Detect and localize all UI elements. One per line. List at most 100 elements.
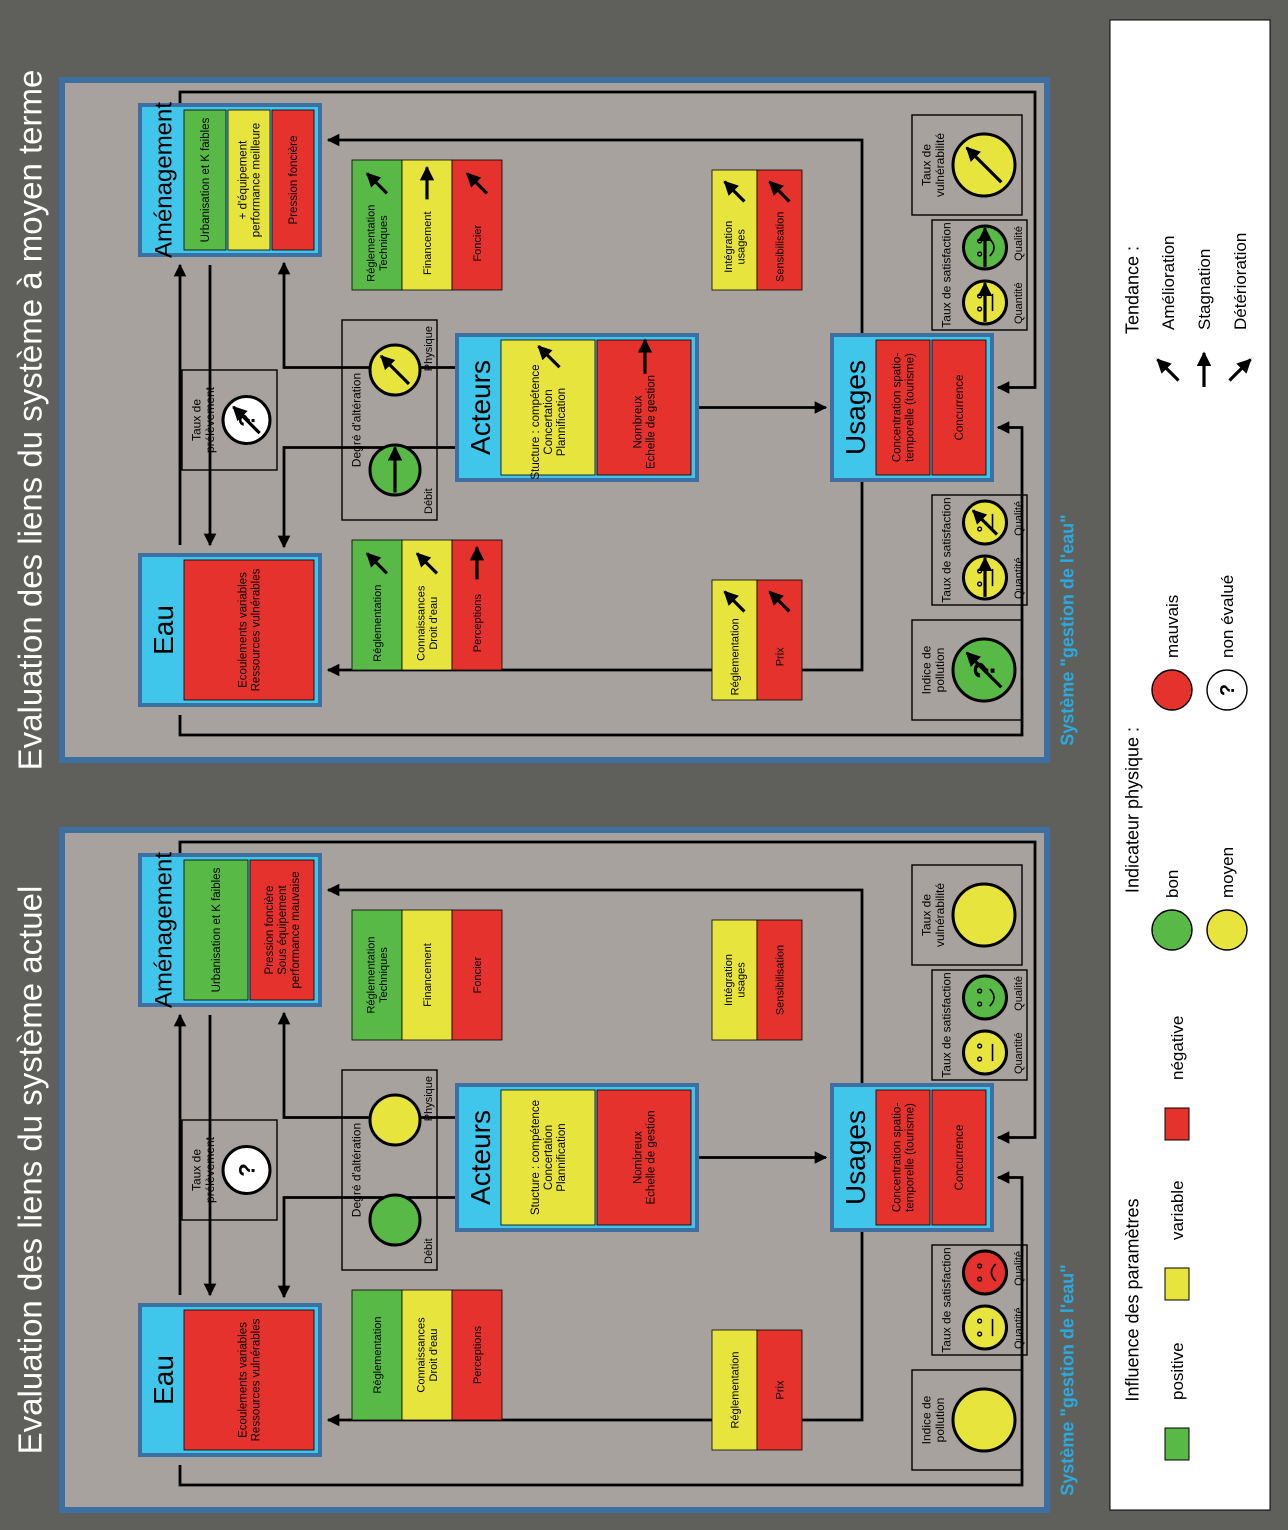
dial-label: Quantité <box>1013 1307 1025 1349</box>
eye <box>976 1318 983 1324</box>
eye <box>976 526 983 532</box>
legend-swatch <box>1164 1427 1190 1461</box>
attribute-cell <box>227 109 271 251</box>
trend-arrow-up <box>723 180 746 203</box>
indicator-dial-face <box>951 1387 1017 1453</box>
parameter-label: Réglementation <box>729 1351 741 1428</box>
indicator-indice-pollution-title: Indice depollution <box>919 1395 946 1444</box>
attribute-label: Urbanisation et K faibles <box>200 117 212 242</box>
attribute-cell <box>500 1089 596 1226</box>
attribute-label: Stucture : compétenceConcertationPlannif… <box>530 364 568 479</box>
indicator-taux-vulnerabilite-title: Taux devulnérabilité <box>919 133 946 197</box>
parameter-cell <box>451 1289 503 1421</box>
dial-label: Qualité <box>1013 976 1025 1011</box>
parameter-label: Réglementation <box>372 585 384 662</box>
attribute-cell <box>183 1309 315 1451</box>
indicator-dial: ? <box>221 395 272 445</box>
mouth <box>990 1263 997 1282</box>
trend-arrow-up <box>537 345 561 369</box>
arrow-eau-to-usages <box>178 421 1024 737</box>
indicator-satisfaction-left-title: Taux de satisfaction <box>940 497 954 602</box>
attribute-cell <box>183 109 227 251</box>
box-amenagement-title: Aménagement <box>150 852 177 1008</box>
attribute-label: Concurrence <box>954 375 966 441</box>
parameter-cell <box>451 159 503 291</box>
indicator-dial-face <box>951 882 1017 948</box>
indicator-satisfaction-right-frame <box>931 219 1028 331</box>
legend-influence-label: positive <box>1168 1342 1187 1400</box>
trend-arrow-up <box>768 180 791 203</box>
attribute-label: Pression foncière <box>288 136 300 225</box>
parameter-label: Prix <box>774 1380 786 1399</box>
indicator-indice-pollution: Indice depollution <box>911 1369 1023 1471</box>
indicator-dial <box>368 343 422 397</box>
parameter-cell <box>756 579 803 701</box>
eye <box>976 1001 983 1007</box>
legend-indicateur-label: non évalué <box>1218 575 1237 658</box>
parameter-label: Perceptions <box>472 1325 484 1384</box>
trend-arrow-up <box>965 651 1003 689</box>
indicator-degre-alteration-frame <box>341 1069 438 1271</box>
arrow-usages-to-eau <box>326 480 864 677</box>
dial-label: Physique <box>423 326 435 371</box>
panel-title: Evaluation des liens du système à moyen … <box>12 70 49 771</box>
dial-label: Débit <box>423 488 435 514</box>
parameter-label: Foncier <box>472 956 484 993</box>
arrow-usages-to-amenagement <box>326 133 864 335</box>
indicator-dial-face <box>368 1093 422 1147</box>
eye <box>976 1056 983 1062</box>
arrow-eau-to-usages <box>178 1171 1024 1487</box>
attribute-cell <box>183 559 315 701</box>
legend-dot <box>1151 909 1193 951</box>
indicator-dial <box>962 1249 1008 1296</box>
link-arrows <box>173 840 1037 1487</box>
panel-systeme-moyen-terme: Evaluation des liens du système à moyen … <box>12 70 1078 771</box>
parameter-label: Perceptions <box>472 594 484 653</box>
legend-dot <box>1151 669 1193 711</box>
attribute-cell <box>875 339 931 476</box>
indicator-indice-pollution-frame <box>911 619 1023 721</box>
indicator-dial <box>368 443 422 497</box>
attribute-label: Pression foncièreSous équipementperforma… <box>264 872 302 989</box>
arrow-usages-to-eau <box>326 1230 864 1427</box>
attribute-cell <box>596 1089 692 1226</box>
legend-indicateur-label: mauvais <box>1163 595 1182 658</box>
indicator-dial <box>951 1387 1017 1453</box>
box-acteurs-title: Acteurs <box>465 360 496 455</box>
trend-arrow-up <box>379 354 411 386</box>
indicator-indice-pollution: Indice depollution? <box>911 619 1023 721</box>
trend-arrow-up <box>415 552 439 575</box>
attribute-label: Urbanisation et K faibles <box>211 867 223 992</box>
parameter-label: RéglementationTechniques <box>366 936 390 1013</box>
legend-tendance-label: Stagnation <box>1195 249 1214 330</box>
dial-label: Qualité <box>1013 501 1025 536</box>
arrow-usages-to-amenagement <box>326 883 864 1085</box>
attribute-label: Ecoulements variablesRessources vulnérab… <box>238 568 263 691</box>
parameter-label: Intégrationusages <box>723 954 747 1006</box>
mouth <box>989 988 995 1007</box>
indicator-taux-prelevement-title: Taux deprélèvement <box>189 1136 216 1203</box>
attribute-cell <box>500 339 596 476</box>
trend-arrow-up <box>232 405 261 435</box>
box-usages-title: Usages <box>840 1110 871 1205</box>
box-amenagement: Aménagement Urbanisation et K faibles Pres… <box>138 852 322 1008</box>
legend-dot <box>1206 669 1248 711</box>
indicator-taux-prelevement: Taux deprélèvement? <box>181 369 278 471</box>
legend-tendance-label: Détérioration <box>1231 233 1250 330</box>
eye <box>976 1331 983 1337</box>
attribute-cell <box>249 859 315 1001</box>
indicator-taux-vulnerabilite-frame <box>911 114 1023 216</box>
trend-arrow-up <box>1156 358 1180 382</box>
system-label: Système "gestion de l'eau" <box>1057 514 1077 745</box>
dial-label: Quantité <box>1013 282 1025 324</box>
indicator-dial <box>951 882 1017 948</box>
legend-swatch <box>1164 1107 1190 1141</box>
legend-indicateur-title: Indicateur physique : <box>1122 727 1142 893</box>
